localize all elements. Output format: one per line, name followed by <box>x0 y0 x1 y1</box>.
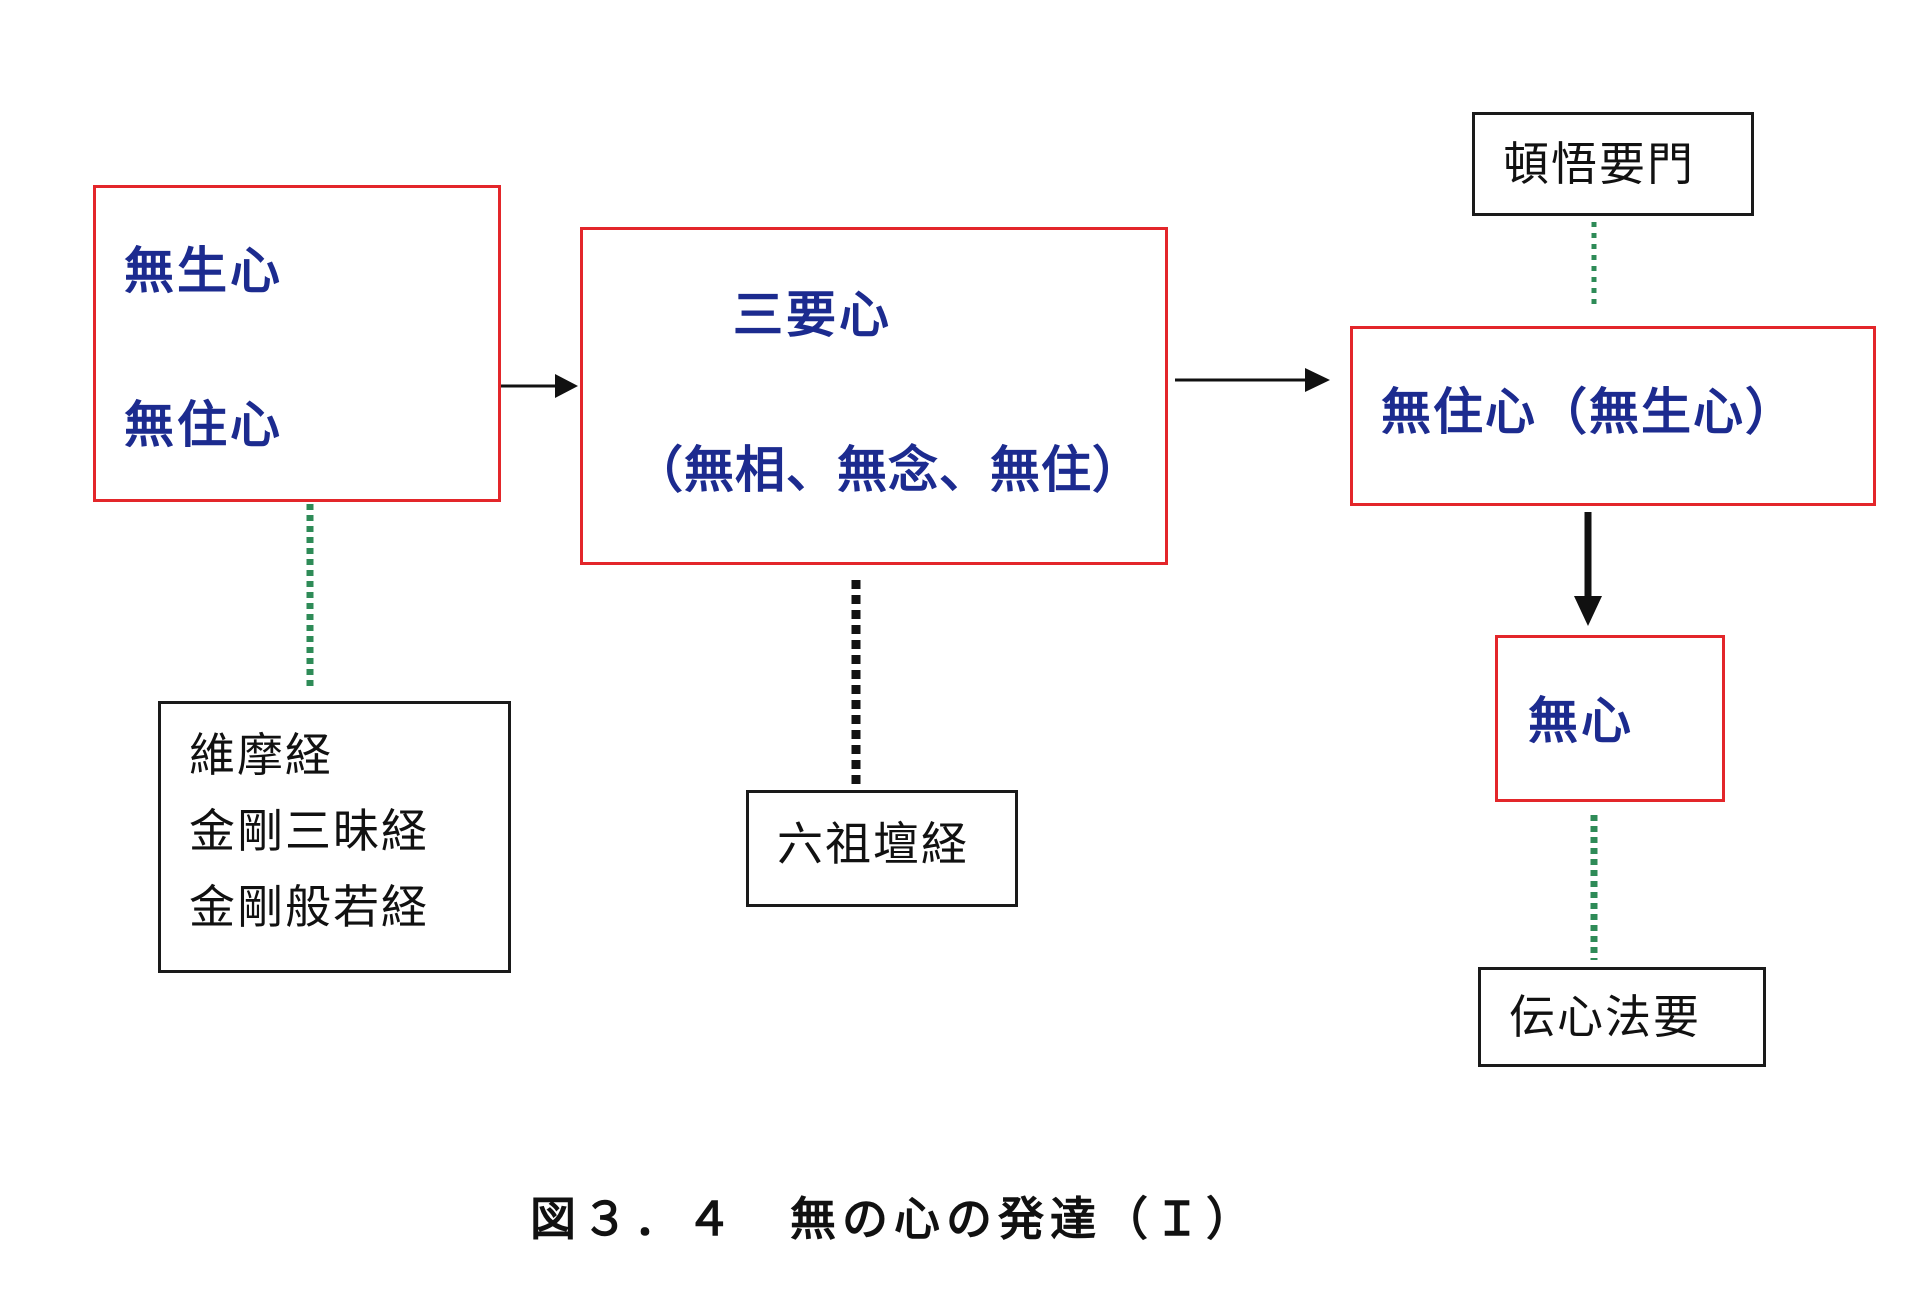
source-box-1-line-2: 金剛三昧経 <box>189 804 429 858</box>
source-box-1: 維摩経 金剛三昧経 金剛般若経 <box>158 701 511 973</box>
source-box-1-line-1: 維摩経 <box>189 728 333 782</box>
arrow-box1-to-box2 <box>500 374 578 398</box>
figure-caption: 図３．４ 無の心の発達（Ｉ） <box>530 1192 1258 1246</box>
arrow-box3-to-box4 <box>1574 512 1602 626</box>
arrow-box2-to-box3 <box>1175 368 1330 392</box>
concept-box-4: 無心 <box>1495 635 1725 802</box>
source-box-4: 伝心法要 <box>1478 967 1766 1067</box>
source-box-1-line-3: 金剛般若経 <box>189 880 429 934</box>
concept-box-1-line-2: 無住心 <box>124 396 283 454</box>
source-box-4-label: 伝心法要 <box>1509 990 1701 1044</box>
concept-box-4-label: 無心 <box>1528 692 1634 750</box>
concept-box-3-label: 無住心（無生心） <box>1381 383 1797 441</box>
concept-box-2-line-2: （無相、無念、無住） <box>633 441 1143 499</box>
concept-box-3: 無住心（無生心） <box>1350 326 1876 506</box>
source-box-3-label: 頓悟要門 <box>1503 137 1695 191</box>
concept-box-1: 無生心 無住心 <box>93 185 501 502</box>
source-box-2-label: 六祖壇経 <box>777 817 969 871</box>
concept-box-2: 三要心 （無相、無念、無住） <box>580 227 1168 565</box>
concept-box-2-line-1: 三要心 <box>733 286 892 344</box>
source-box-2: 六祖壇経 <box>746 790 1018 907</box>
source-box-3: 頓悟要門 <box>1472 112 1754 216</box>
concept-box-1-line-1: 無生心 <box>124 242 283 300</box>
